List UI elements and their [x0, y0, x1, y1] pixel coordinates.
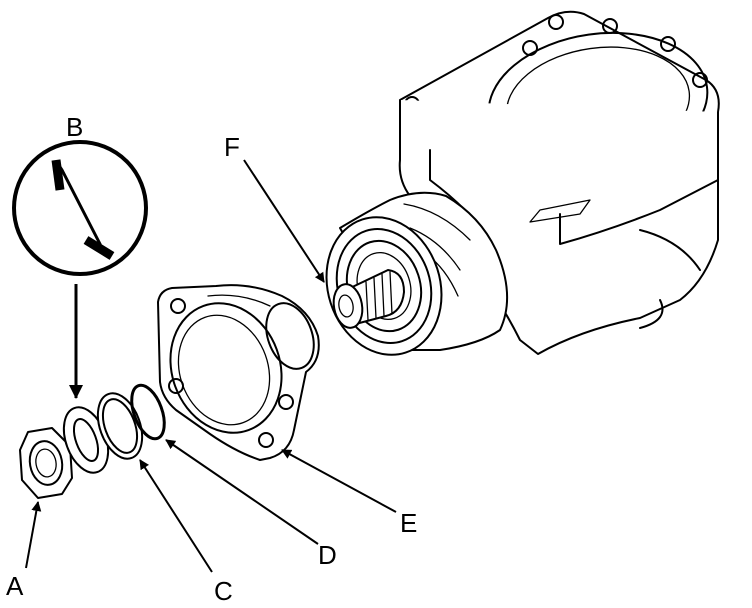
leader-lines	[25, 159, 397, 573]
transfer-housing	[325, 10, 720, 356]
leader-f	[243, 159, 325, 283]
label-c: C	[214, 576, 233, 606]
label-d: D	[318, 540, 337, 570]
leader-d	[165, 439, 319, 545]
snap-ring-d	[130, 383, 166, 441]
flange-cover	[157, 284, 320, 461]
locknut	[19, 427, 73, 499]
label-e: E	[400, 508, 417, 538]
leader-a	[25, 501, 42, 569]
label-a: A	[6, 571, 24, 601]
leader-c	[139, 459, 213, 573]
detail-b-callout	[12, 140, 148, 399]
label-f: F	[224, 132, 240, 162]
o-ring-c	[96, 392, 144, 460]
leader-e	[281, 449, 397, 513]
label-b: B	[66, 112, 83, 142]
